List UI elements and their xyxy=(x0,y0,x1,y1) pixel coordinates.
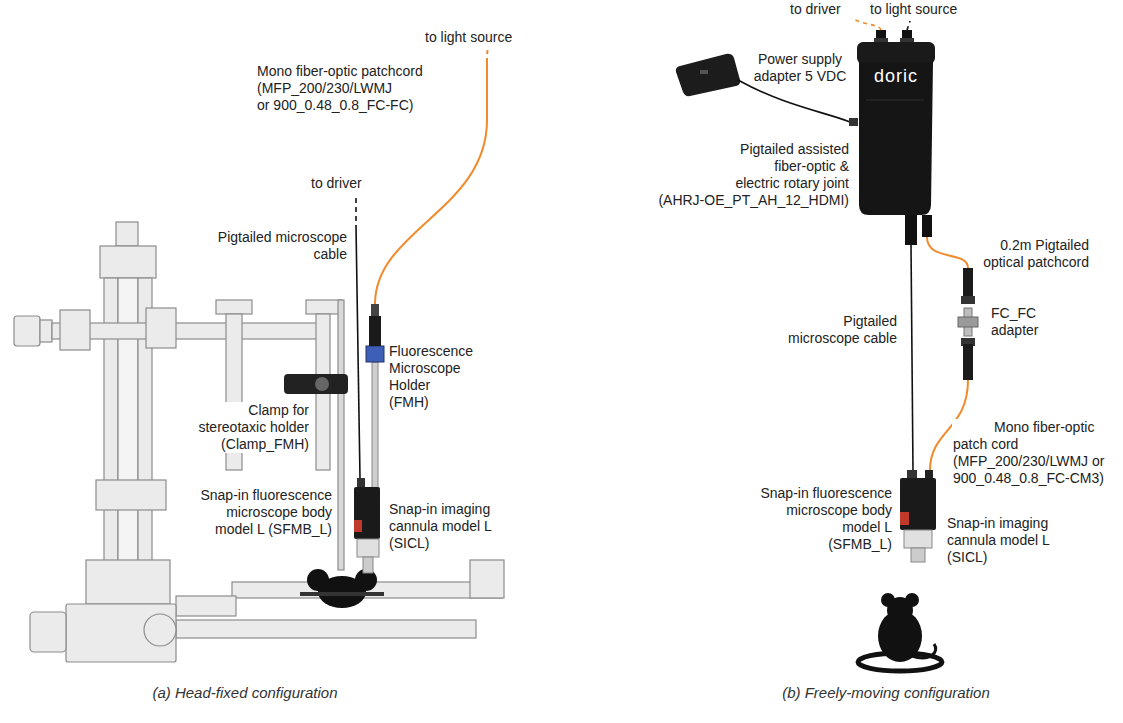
part-label: to light source xyxy=(424,29,513,46)
part-label: Pigtailed microscope cable xyxy=(217,229,348,263)
microscope-holder-part xyxy=(371,304,379,316)
stereotaxic-frame-part xyxy=(66,604,176,662)
fc-connectors xyxy=(958,268,978,380)
input-lines-part xyxy=(907,21,910,30)
rotary-joint-part xyxy=(905,215,917,245)
part-label: Snap-in imaging cannula model L (SICL) xyxy=(946,515,1051,566)
stereotaxic-frame-part xyxy=(14,316,40,346)
stereotaxic-frame xyxy=(14,222,504,662)
driver-cable-part xyxy=(355,198,357,226)
part-label: Mono fiber-optic patch cord (MFP_200/230… xyxy=(952,419,1105,487)
panel-caption: (b) Freely-moving configuration xyxy=(781,684,991,701)
microscope-holder-part xyxy=(372,362,378,488)
stereotaxic-frame-part xyxy=(52,323,322,339)
mouse-figure xyxy=(858,593,942,671)
stereotaxic-frame-part xyxy=(100,246,156,278)
fc-connectors-part xyxy=(963,344,973,380)
microscope-body-part xyxy=(363,557,373,573)
part-label: to driver xyxy=(789,1,842,18)
part-label: Snap-in fluorescence microscope body mod… xyxy=(199,487,333,538)
stereotaxic-frame-part xyxy=(86,560,170,604)
part-label: FC_FC adapter xyxy=(990,305,1039,339)
fc-connectors-part xyxy=(961,296,975,304)
stereotaxic-frame-part xyxy=(30,612,66,652)
microscope-cable-part xyxy=(911,245,913,470)
part-label: Mono fiber-optic patchcord (MFP_200/230/… xyxy=(256,63,424,114)
stereotaxic-frame-part xyxy=(144,614,176,646)
power-cable-part xyxy=(849,118,858,126)
stereotaxic-frame-part xyxy=(116,222,138,246)
microscope-body-part xyxy=(900,512,909,525)
microscope-body xyxy=(354,478,380,573)
part-label: Snap-in imaging cannula model L (SICL) xyxy=(388,501,493,552)
microscope-body-part xyxy=(911,548,925,562)
microscope-body-part xyxy=(357,539,379,557)
rotary-joint-part xyxy=(859,62,933,215)
microscope-body-part xyxy=(357,478,365,488)
mouse-head-part xyxy=(307,569,329,591)
part-label: Snap-in fluorescence microscope body mod… xyxy=(759,485,893,553)
fc-connectors-part xyxy=(958,317,978,327)
driver-cable xyxy=(356,198,360,478)
clamp-part xyxy=(284,374,348,394)
power-adapter-part xyxy=(676,54,740,96)
brand-text: doric xyxy=(873,66,919,86)
part-label: Pigtailed microscope cable xyxy=(787,313,898,347)
part-label: Pigtailed assisted fiber-optic & electri… xyxy=(657,141,850,209)
optical-patchcord-part xyxy=(927,237,968,268)
part-label: to driver xyxy=(310,175,363,192)
microscope-body-part xyxy=(900,478,936,530)
stereotaxic-frame-part xyxy=(216,300,252,314)
power-cable xyxy=(738,80,858,126)
microscope-body-part xyxy=(354,520,362,532)
stereotaxic-frame-part xyxy=(338,300,344,570)
mouse-figure-part xyxy=(912,644,936,658)
microscope-body-part xyxy=(904,530,932,548)
microscope-holder xyxy=(366,304,384,488)
microscope-holder-part xyxy=(366,346,384,362)
clamp-part xyxy=(315,377,329,391)
microscope-cable xyxy=(911,245,913,470)
power-adapter xyxy=(676,54,740,96)
microscope-body xyxy=(900,470,936,562)
stereotaxic-frame-part xyxy=(176,620,476,638)
microscope-body-part xyxy=(354,487,380,539)
part-label: Power supply adapter 5 VDC xyxy=(753,51,848,85)
mouse-figure-part xyxy=(905,593,919,607)
part-label: Fluorescence Microscope Holder (FMH) xyxy=(388,343,474,411)
part-label: 0.2m Pigtailed optical patchcord xyxy=(982,237,1090,271)
stereotaxic-frame-part xyxy=(306,300,342,314)
stereotaxic-frame-part xyxy=(176,596,236,616)
rotary-joint-part xyxy=(857,42,935,64)
rotary-joint-part xyxy=(922,215,932,237)
panel-caption: (a) Head-fixed configuration xyxy=(151,684,338,701)
part-label: Clamp for stereotaxic holder (Clamp_FMH) xyxy=(197,402,310,453)
mouse-figure-part xyxy=(881,593,895,607)
mouse-head-part xyxy=(300,592,384,596)
power-adapter-part xyxy=(700,70,708,74)
stereotaxic-frame-part xyxy=(96,480,166,510)
input-lines-part xyxy=(852,18,881,30)
part-label: to light source xyxy=(869,1,958,18)
clamp xyxy=(284,374,348,394)
stereotaxic-frame-part xyxy=(146,308,176,348)
mouse-head xyxy=(300,569,384,608)
power-cable-part xyxy=(738,80,850,122)
microscope-holder-part xyxy=(369,316,381,346)
input-lines xyxy=(852,18,910,30)
stereotaxic-frame-part xyxy=(60,310,90,350)
stereotaxic-frame-part xyxy=(40,320,52,342)
stereotaxic-frame-part xyxy=(470,560,504,598)
driver-cable-part xyxy=(356,226,360,478)
rotary-joint xyxy=(857,30,935,245)
rotary-joint-part xyxy=(866,100,924,101)
